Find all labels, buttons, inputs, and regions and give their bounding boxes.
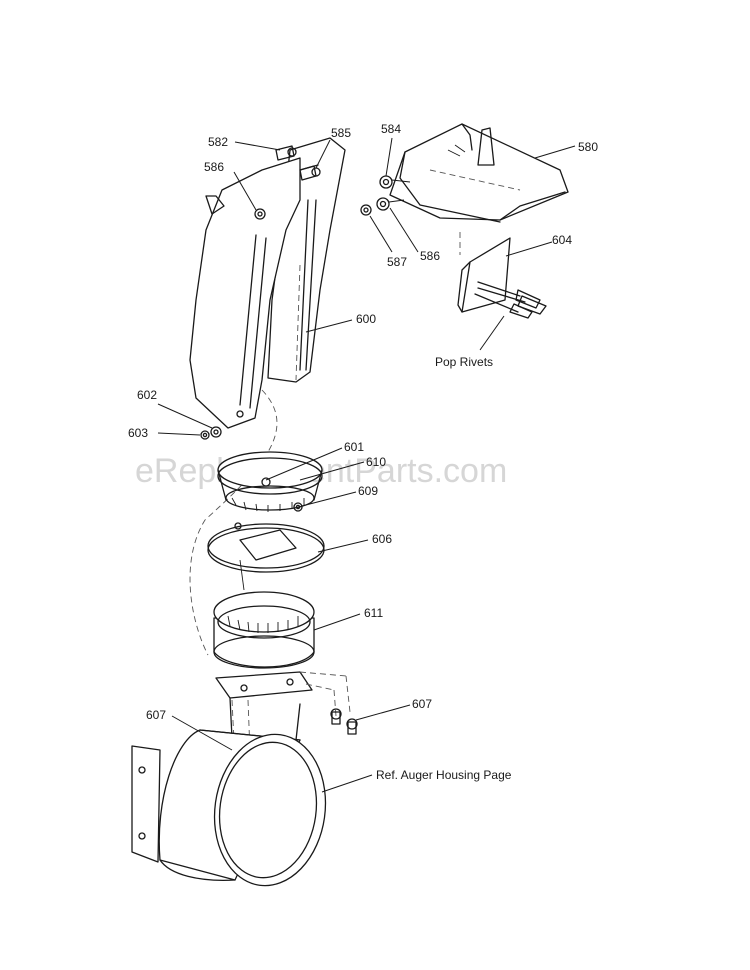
callout-603: 603 xyxy=(128,426,148,440)
chute-deflector-580 xyxy=(389,123,569,223)
callout-586-left: 586 xyxy=(204,160,224,174)
callout-610: 610 xyxy=(366,455,386,469)
callout-611: 611 xyxy=(364,606,383,620)
assembly-path-line xyxy=(189,389,278,656)
callout-582: 582 xyxy=(208,135,228,149)
leader-lines xyxy=(157,137,576,793)
upper-chute-plates-600 xyxy=(189,137,346,429)
pop-rivets-label: Pop Rivets xyxy=(435,355,493,369)
hardware-nuts-right xyxy=(360,175,411,216)
callout-604: 604 xyxy=(552,233,572,247)
callout-585: 585 xyxy=(331,126,351,140)
callout-580: 580 xyxy=(578,140,598,154)
lower-deflector-604 xyxy=(457,232,547,319)
callout-607-left: 607 xyxy=(146,708,166,722)
chute-gear-ring-611 xyxy=(213,591,315,669)
hardware-nuts-left xyxy=(200,426,222,440)
callout-607-right: 607 xyxy=(412,697,432,711)
callout-606: 606 xyxy=(372,532,392,546)
bolts-607-right xyxy=(330,708,358,735)
pop-rivets-group xyxy=(474,281,547,319)
callout-601: 601 xyxy=(344,440,364,454)
callout-584: 584 xyxy=(381,122,401,136)
chute-flange-606 xyxy=(207,522,325,591)
ref-auger-housing-label: Ref. Auger Housing Page xyxy=(376,768,512,782)
chute-base-adapter xyxy=(215,671,351,741)
callout-609: 609 xyxy=(358,484,378,498)
callout-587: 587 xyxy=(387,255,407,269)
callout-602: 602 xyxy=(137,388,157,402)
chute-ring-601 xyxy=(217,451,323,512)
callout-600: 600 xyxy=(356,312,376,326)
callout-586-right: 586 xyxy=(420,249,440,263)
auger-housing-outlet xyxy=(131,729,327,887)
